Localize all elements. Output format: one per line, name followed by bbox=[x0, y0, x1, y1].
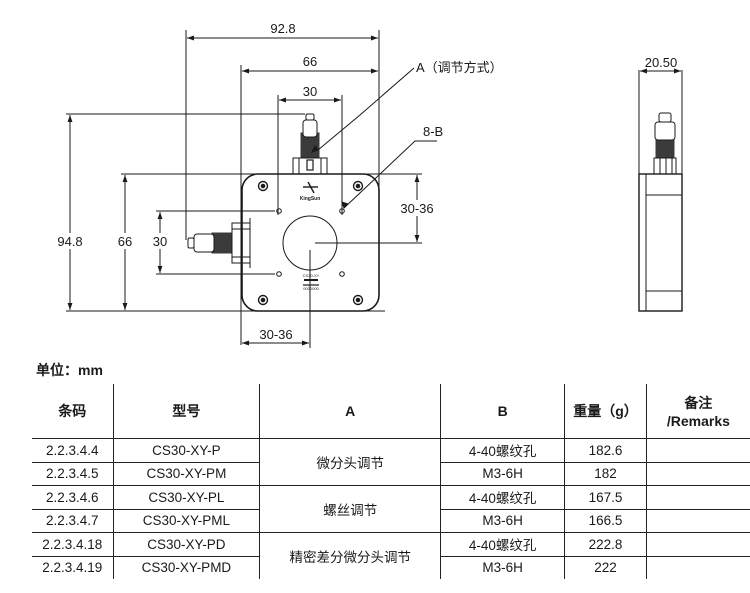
header-remarks-cn: 备注 bbox=[684, 395, 713, 411]
dim-30-vertical-label: 30 bbox=[153, 234, 167, 249]
cell-barcode: 2.2.3.4.5 bbox=[32, 462, 114, 486]
threaded-hole bbox=[339, 208, 345, 214]
cell-weight: 167.5 bbox=[564, 485, 647, 510]
dim-94-8-label: 94.8 bbox=[57, 234, 82, 249]
brand-name: KingSun bbox=[300, 196, 321, 202]
dim-30-label: 30 bbox=[303, 84, 317, 99]
header-remarks: 备注 /Remarks bbox=[645, 384, 750, 439]
table-row: 2.2.3.4.5 CS30-XY-PM M3-6H 182 bbox=[32, 462, 750, 486]
cell-remarks bbox=[645, 532, 750, 557]
cell-barcode: 2.2.3.4.7 bbox=[32, 509, 114, 533]
dim-30-36-vertical-label: 30-36 bbox=[400, 201, 433, 216]
cell-b: 4-40螺纹孔 bbox=[440, 438, 565, 463]
side-adjuster-block bbox=[653, 157, 677, 175]
cell-b: M3-6H bbox=[440, 556, 565, 579]
cell-weight: 166.5 bbox=[564, 509, 647, 533]
top-micrometer-barrel bbox=[302, 119, 318, 138]
callout-adjuster-label: A（调节方式） bbox=[416, 60, 503, 75]
cell-weight: 182 bbox=[564, 462, 647, 486]
threaded-hole bbox=[339, 271, 345, 277]
cell-barcode: 2.2.3.4.19 bbox=[42, 560, 103, 576]
cell-a-group: 微分头调节 bbox=[259, 438, 441, 486]
cell-a-group: 精密差分微分头调节 bbox=[259, 532, 441, 579]
plate-serial-engraving: 0000000 bbox=[303, 286, 319, 291]
cell-model: CS30-XY-PD bbox=[112, 532, 260, 557]
cell-a-group: 螺丝调节 bbox=[259, 485, 441, 533]
dim-30-36-horizontal-label: 30-36 bbox=[259, 327, 292, 342]
cell-remarks bbox=[645, 509, 750, 533]
callout-leader-a bbox=[317, 67, 415, 151]
corner-hole bbox=[257, 294, 269, 306]
cell-remarks bbox=[645, 462, 750, 486]
table-row: 2.2.3.4.19 CS30-XY-PMD M3-6H 222 bbox=[32, 556, 750, 579]
side-micrometer-barrel bbox=[654, 121, 676, 141]
dim-20-50-label: 20.50 bbox=[645, 55, 678, 70]
table-row: 2.2.3.4.4 CS30-XY-P 微分头调节 4-40螺纹孔 182.6 bbox=[32, 438, 750, 486]
header-model: 型号 bbox=[112, 384, 260, 439]
cell-model: CS30-XY-P bbox=[112, 438, 260, 463]
header-remarks-en: /Remarks bbox=[666, 413, 730, 429]
plate-model-engraving: CS30-XY bbox=[303, 273, 320, 278]
header-barcode: 条码 bbox=[32, 384, 114, 439]
cell-b: M3-6H bbox=[440, 462, 565, 486]
cell-b: M3-6H bbox=[440, 509, 565, 533]
table-row: 2.2.3.4.6 CS30-XY-PL 螺丝调节 4-40螺纹孔 167.5 bbox=[32, 485, 750, 533]
technical-drawing: 92.8 66 30 94.8 66 30 30-36 30-36 20.50 … bbox=[57, 21, 683, 348]
dim-92-8-label: 92.8 bbox=[270, 21, 295, 36]
cell-barcode: 2.2.3.4.6 bbox=[32, 485, 114, 510]
left-micrometer-body bbox=[211, 232, 233, 254]
header-b: B bbox=[440, 384, 565, 439]
header-weight: 重量（g） bbox=[564, 384, 647, 439]
table-header-row: 条码 型号 A B 重量（g） 备注 /Remarks bbox=[32, 384, 750, 439]
corner-hole bbox=[257, 180, 269, 192]
callout-mount-holes-label: 8-B bbox=[423, 124, 443, 139]
unit-label: 单位：mm bbox=[36, 362, 103, 378]
cell-model: CS30-XY-PM bbox=[112, 462, 260, 486]
cell-remarks bbox=[645, 485, 750, 510]
cell-weight: 222.8 bbox=[564, 532, 647, 557]
dim-66-label: 66 bbox=[303, 54, 317, 69]
table-row: 2.2.3.4.18 CS30-XY-PD 精密差分微分头调节 4-40螺纹孔 … bbox=[32, 532, 750, 579]
left-micrometer-barrel bbox=[193, 233, 215, 253]
cell-weight: 222 bbox=[564, 556, 647, 579]
corner-hole bbox=[352, 294, 364, 306]
corner-hole bbox=[352, 180, 364, 192]
cell-remarks bbox=[645, 556, 750, 579]
side-micrometer-body bbox=[655, 137, 675, 159]
spec-table: 条码 型号 A B 重量（g） 备注 /Remarks 2.2.3.4.4 CS… bbox=[32, 384, 750, 579]
cell-model: CS30-XY-PML bbox=[112, 509, 260, 533]
corner-hole bbox=[260, 183, 266, 189]
threaded-hole bbox=[276, 208, 282, 214]
cell-barcode: 2.2.3.4.18 bbox=[32, 532, 114, 557]
threaded-hole bbox=[276, 271, 282, 277]
cell-weight: 182.6 bbox=[564, 438, 647, 463]
cell-b: 4-40螺纹孔 bbox=[440, 532, 565, 557]
corner-hole bbox=[260, 297, 266, 303]
header-a: A bbox=[259, 384, 441, 439]
dim-66-vertical-label: 66 bbox=[118, 234, 132, 249]
cell-b: 4-40螺纹孔 bbox=[440, 485, 565, 510]
cell-model: CS30-XY-PL bbox=[112, 485, 260, 510]
center-aperture bbox=[282, 215, 338, 271]
cell-barcode: 2.2.3.4.4 bbox=[32, 438, 114, 463]
corner-hole bbox=[355, 183, 361, 189]
table-row: 2.2.3.4.7 CS30-XY-PML M3-6H 166.5 bbox=[32, 509, 750, 533]
cell-model: CS30-XY-PMD bbox=[112, 556, 260, 579]
cell-remarks bbox=[645, 438, 750, 463]
callout-leader-8b bbox=[343, 140, 437, 209]
corner-hole bbox=[355, 297, 361, 303]
